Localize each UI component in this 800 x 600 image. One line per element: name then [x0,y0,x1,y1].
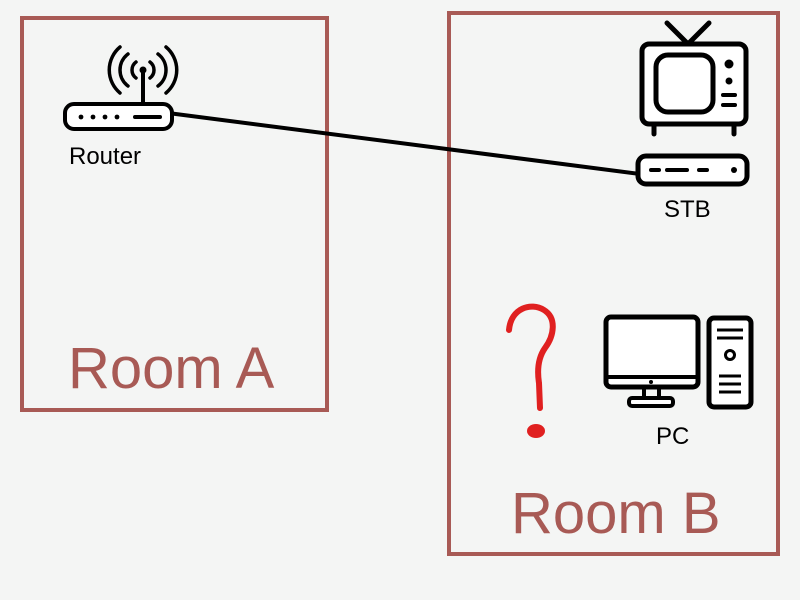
router-label: Router [69,143,142,170]
room-a-box [20,16,329,412]
pc-label: PC [656,423,690,450]
stb-label: STB [664,196,711,223]
room-b-box [447,11,780,556]
room-a-label: Room A [68,336,275,401]
room-b-label: Room B [511,481,721,546]
tv-icon [639,20,749,137]
router-icon [63,45,179,131]
desktop-computer-icon [603,314,754,410]
router-stb-cable [166,111,642,176]
set-top-box-icon [635,153,750,187]
question-mark-icon [506,303,556,438]
